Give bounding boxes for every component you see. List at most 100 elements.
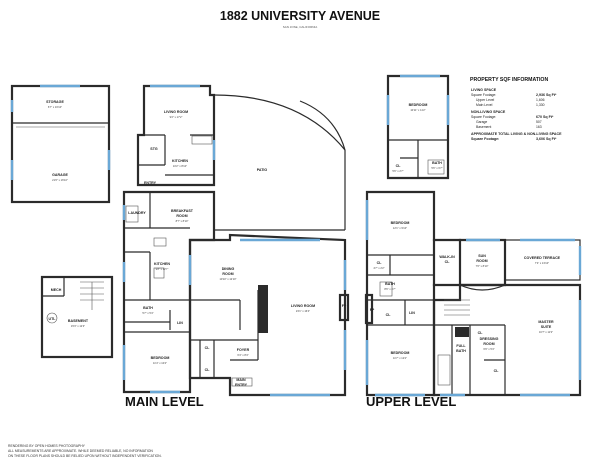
room-label: UTL	[49, 317, 57, 321]
room-label: MASTER	[538, 320, 554, 324]
info-total-sqft-label: Square Footage:	[471, 137, 499, 141]
room-label: BEDROOM	[409, 103, 428, 107]
disclaimer: RENDERING BY OPEN HOMES PHOTOGRAPHY ALL …	[8, 444, 162, 458]
room-dim: 10'10" x 12'10"	[219, 277, 236, 281]
info-garage-label: Garage	[476, 120, 487, 124]
room-dim: 5'6" x 6'7"	[431, 166, 442, 170]
room-dim: 8'6" x 4'7"	[384, 287, 395, 291]
room-label: COVERED TERRACE	[524, 256, 561, 260]
disclaimer-line3: ON THESE FLOOR PLANS SHOULD BE RELIED UP…	[8, 454, 162, 458]
room-label: BATH	[143, 306, 153, 310]
info-total-label: APPROXIMATE TOTAL LIVING & NON-LIVING SP…	[471, 132, 562, 136]
room-dim: 6'4" x 8'4"	[237, 353, 248, 357]
room-dim: 7'4" x 13'10"	[535, 261, 549, 265]
info-upper-label: Upper Level	[476, 98, 495, 102]
upper-level-caption: UPPER LEVEL	[366, 394, 456, 409]
room-labels: STORAGE 6'7" x 16'10" GARAGE 21'6" x 16'…	[46, 100, 561, 387]
room-label: LIVING ROOM	[164, 110, 188, 114]
info-basement-label: Basement	[476, 125, 491, 129]
room-dim: 6'7" x 16'10"	[48, 105, 62, 109]
room-label: WALK-IN	[439, 255, 455, 259]
room-dim: 5'7" x 5'4"	[142, 311, 153, 315]
room-label: LIN	[177, 321, 183, 325]
room-label: ROOM	[476, 259, 487, 263]
master-block-outline	[432, 283, 582, 397]
room-dim: 23'1" x 16'4"	[296, 309, 310, 313]
room-label: LIN	[409, 311, 415, 315]
room-label: ROOM	[222, 272, 233, 276]
room-label: MECH	[51, 288, 62, 292]
room-label: CL	[377, 261, 383, 265]
room-label: CL	[396, 164, 402, 168]
room-dim: 12'1" x 9'10"	[393, 226, 407, 230]
room-dim: 10'2" x 8'10"	[173, 164, 187, 168]
room-label: BEDROOM	[391, 221, 410, 225]
room-dim: 6'9" x 5'4"	[483, 347, 494, 351]
room-label: FULL	[456, 344, 466, 348]
room-label: STORAGE	[46, 100, 64, 104]
info-heading: PROPERTY SQF INFORMATION	[470, 77, 548, 83]
room-label: FP	[370, 308, 375, 312]
room-label: ROOM	[483, 342, 494, 346]
room-dim: 15'3" x 12'3"	[71, 324, 85, 328]
room-label: CL	[386, 313, 392, 317]
room-dim: 4'7" x 2'2"	[373, 266, 384, 270]
info-main-label: Main Level	[476, 103, 493, 107]
info-main-val: 1,330	[536, 103, 545, 107]
room-label: LIVING ROOM	[291, 304, 315, 308]
room-dim: 11'4" x 10'4"	[153, 361, 167, 365]
info-living-sqft: 2,936 Sq Ft*	[536, 93, 557, 97]
room-label: BATH	[432, 161, 442, 165]
room-label: BASEMENT	[68, 319, 89, 323]
room-label: LAUNDRY	[128, 211, 146, 215]
info-total-sqft: 3,606 Sq Ft*	[536, 137, 557, 141]
room-label: BEDROOM	[391, 351, 410, 355]
info-garage-val: 507	[536, 120, 542, 124]
room-label: ENTRY	[144, 181, 157, 185]
info-living-label: LIVING SPACE	[471, 88, 497, 92]
page-title: 1882 UNIVERSITY AVENUE	[220, 9, 380, 23]
disclaimer-line1: RENDERING BY OPEN HOMES PHOTOGRAPHY	[8, 444, 86, 448]
room-label: SUN	[478, 254, 486, 258]
room-label: CL	[494, 369, 500, 373]
room-label: BATH	[385, 282, 395, 286]
room-dim: 21'6" x 16'10"	[52, 178, 68, 182]
room-label: FP	[342, 304, 347, 308]
room-dim: 10'11" x 11'2"	[410, 108, 425, 112]
room-label: BREAKFAST	[171, 209, 194, 213]
room-label: KITCHEN	[172, 159, 188, 163]
room-label: PATIO	[257, 168, 268, 172]
room-label: DRESSING	[480, 337, 499, 341]
room-label: ENTRY	[235, 383, 248, 387]
main-level-caption: MAIN LEVEL	[125, 394, 204, 409]
room-label: MAIN	[236, 378, 246, 382]
info-nonliving-sqft-label: Square Footage:	[471, 115, 496, 119]
room-label: ROOM	[176, 214, 187, 218]
info-upper-val: 1,606	[536, 98, 545, 102]
room-label: DINING	[222, 267, 235, 271]
room-label: SUITE	[541, 325, 552, 329]
page-subtitle: SAN JOSE, CALIFORNIA	[283, 25, 318, 29]
property-info: PROPERTY SQF INFORMATION LIVING SPACE Sq…	[470, 77, 562, 141]
room-label: CL	[478, 331, 484, 335]
room-label: GARAGE	[52, 173, 68, 177]
room-label: CL	[205, 368, 211, 372]
upper-level-plan	[364, 74, 582, 397]
room-label: FOYER	[237, 348, 250, 352]
info-basement-val: 163	[536, 125, 542, 129]
disclaimer-line2: ALL MEASUREMENTS ARE APPROXIMATE. WHILE …	[8, 449, 153, 453]
room-dim: 11'7" x 12'2"	[393, 356, 407, 360]
room-dim: 9'2" x 17'2"	[170, 115, 183, 119]
room-label: STG	[150, 147, 158, 151]
room-dim: 16'7" x 11'3"	[539, 330, 553, 334]
room-dim: 7'6" x 8'10"	[476, 264, 489, 268]
room-dim: 5'6" x 2'7"	[392, 169, 403, 173]
room-label: BEDROOM	[151, 356, 170, 360]
room-label: CL	[445, 260, 451, 264]
room-label: CL	[205, 346, 211, 350]
living-block-outline	[188, 233, 347, 397]
info-living-sqft-label: Square Footage:	[471, 93, 496, 97]
basement-outline	[40, 275, 114, 359]
room-label: BATH	[456, 349, 466, 353]
